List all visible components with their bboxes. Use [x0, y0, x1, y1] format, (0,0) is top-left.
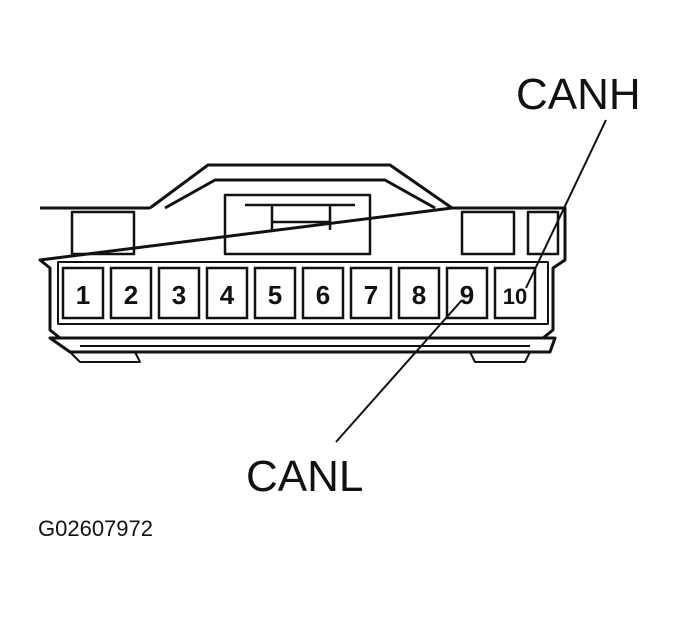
canl-label: CANL — [246, 452, 364, 501]
pin-row: 1 2 3 4 5 6 7 8 9 10 — [61, 266, 537, 320]
pin-number-2: 2 — [124, 280, 138, 310]
connector-lock-inner — [164, 178, 436, 210]
top-slot-right-1 — [460, 210, 516, 256]
pin-number-5: 5 — [268, 280, 282, 310]
latch-tongue — [245, 203, 355, 230]
pin-number-3: 3 — [172, 280, 186, 310]
pin-number-9: 9 — [460, 280, 474, 310]
top-slot-right-2 — [526, 210, 560, 256]
pin-cavity-7 — [349, 266, 393, 320]
figure-id: G02607972 — [38, 516, 153, 541]
pin-cavity-3 — [157, 266, 201, 320]
connector-lock-outer — [149, 163, 453, 210]
pin-cavity-4 — [205, 266, 249, 320]
top-slot-left — [70, 210, 136, 256]
connector-bottom-rail — [48, 336, 557, 354]
pin-cavity-2 — [109, 266, 153, 320]
pin-face — [57, 261, 549, 325]
pin-cavity-10 — [493, 266, 537, 320]
pin-number-1: 1 — [76, 280, 90, 310]
pin-number-7: 7 — [364, 280, 378, 310]
pin-cavity-8 — [397, 266, 441, 320]
pin-cavity-6 — [301, 266, 345, 320]
pin-cavity-5 — [253, 266, 297, 320]
pin-cavity-9 — [445, 266, 489, 320]
rail-tab-left — [69, 351, 141, 363]
canl-leader-line — [335, 299, 463, 443]
rail-tab-right — [469, 351, 531, 363]
pin-number-8: 8 — [412, 280, 426, 310]
pin-number-10: 10 — [503, 284, 527, 309]
latch-window — [223, 193, 372, 256]
pin-cavity-1 — [61, 266, 105, 320]
pin-number-6: 6 — [316, 280, 330, 310]
canh-leader-line — [525, 119, 607, 289]
canh-label: CANH — [516, 70, 641, 119]
pin-number-4: 4 — [220, 280, 235, 310]
